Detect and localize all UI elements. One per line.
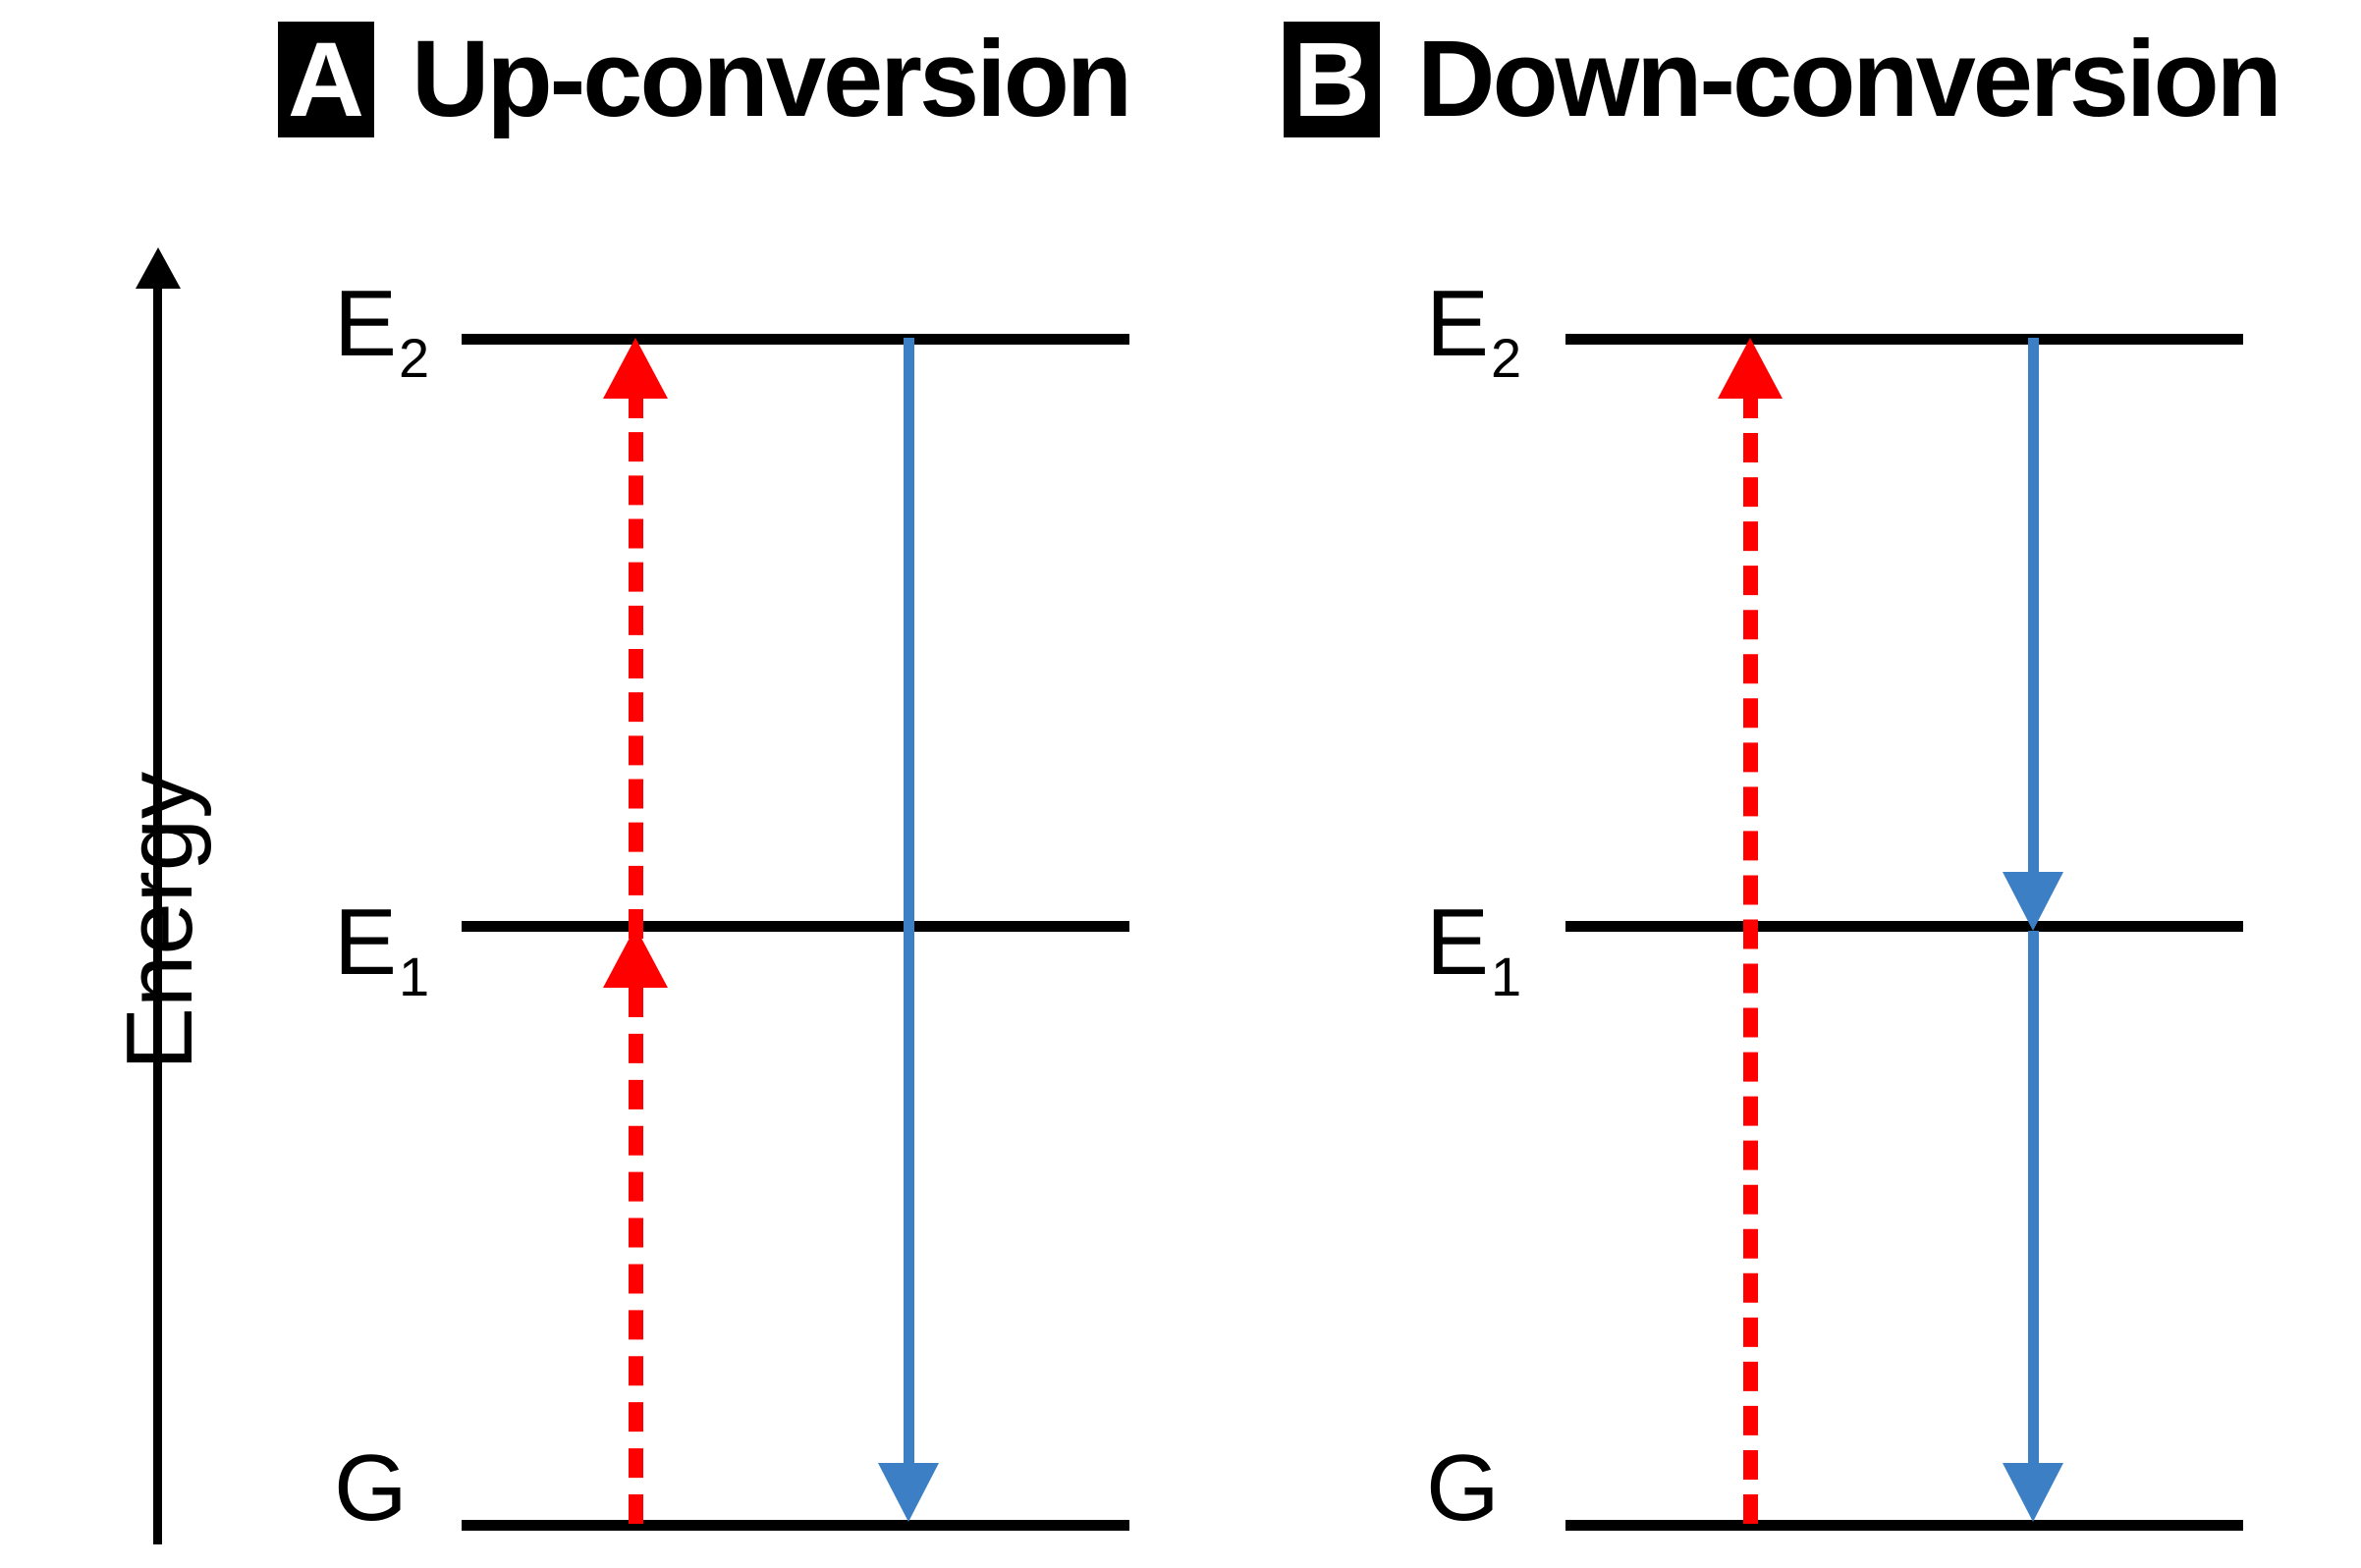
energy-axis-line [153, 285, 162, 1544]
panel-a-level-line-e1 [462, 921, 1129, 932]
panel-b-level-label-g: G [1426, 1435, 1500, 1541]
panel-a-excitation-arrowhead-e1 [603, 927, 668, 988]
panel-b-emission-arrowhead-e1 [2003, 872, 2063, 931]
panel-a-level-label-e2: E2 [334, 271, 430, 389]
energy-axis-arrowhead [136, 247, 181, 289]
panel-a-title: Up-conversion [412, 19, 1132, 139]
panel-b-emission-arrowhead-g [2003, 1463, 2063, 1522]
panel-a-badge: A [278, 22, 374, 137]
panel-b-heading: B Down-conversion [1284, 19, 2282, 139]
panel-a-excitation-shaft-lower [629, 988, 643, 1524]
panel-b-excitation-shaft [1743, 389, 1758, 1524]
panel-b-level-label-e2: E2 [1426, 271, 1522, 389]
panel-a-level-line-g [462, 1520, 1129, 1531]
panel-b-badge: B [1284, 22, 1380, 137]
panel-b-level-line-g [1565, 1520, 2243, 1531]
panel-b-level-line-e1 [1565, 921, 2243, 932]
panel-a-level-label-e1: E1 [334, 890, 430, 1007]
panel-a-excitation-shaft-upper [629, 389, 643, 939]
energy-axis-label: Energy [107, 771, 212, 1070]
panel-b-title: Down-conversion [1417, 19, 2282, 139]
panel-b-emission-shaft-upper [2028, 338, 2039, 878]
panel-b-excitation-arrowhead-e2 [1718, 338, 1783, 399]
panel-a-heading: A Up-conversion [278, 19, 1132, 139]
panel-a-level-line-e2 [462, 334, 1129, 345]
panel-b-level-label-e1: E1 [1426, 890, 1522, 1007]
panel-a-emission-arrowhead-g [878, 1463, 939, 1522]
panel-b-emission-shaft-lower [2028, 931, 2039, 1467]
panel-a-excitation-arrowhead-e2 [603, 338, 668, 399]
panel-a-level-label-g: G [334, 1435, 408, 1541]
panel-b-level-line-e2 [1565, 334, 2243, 345]
panel-a-emission-shaft [904, 338, 914, 1467]
